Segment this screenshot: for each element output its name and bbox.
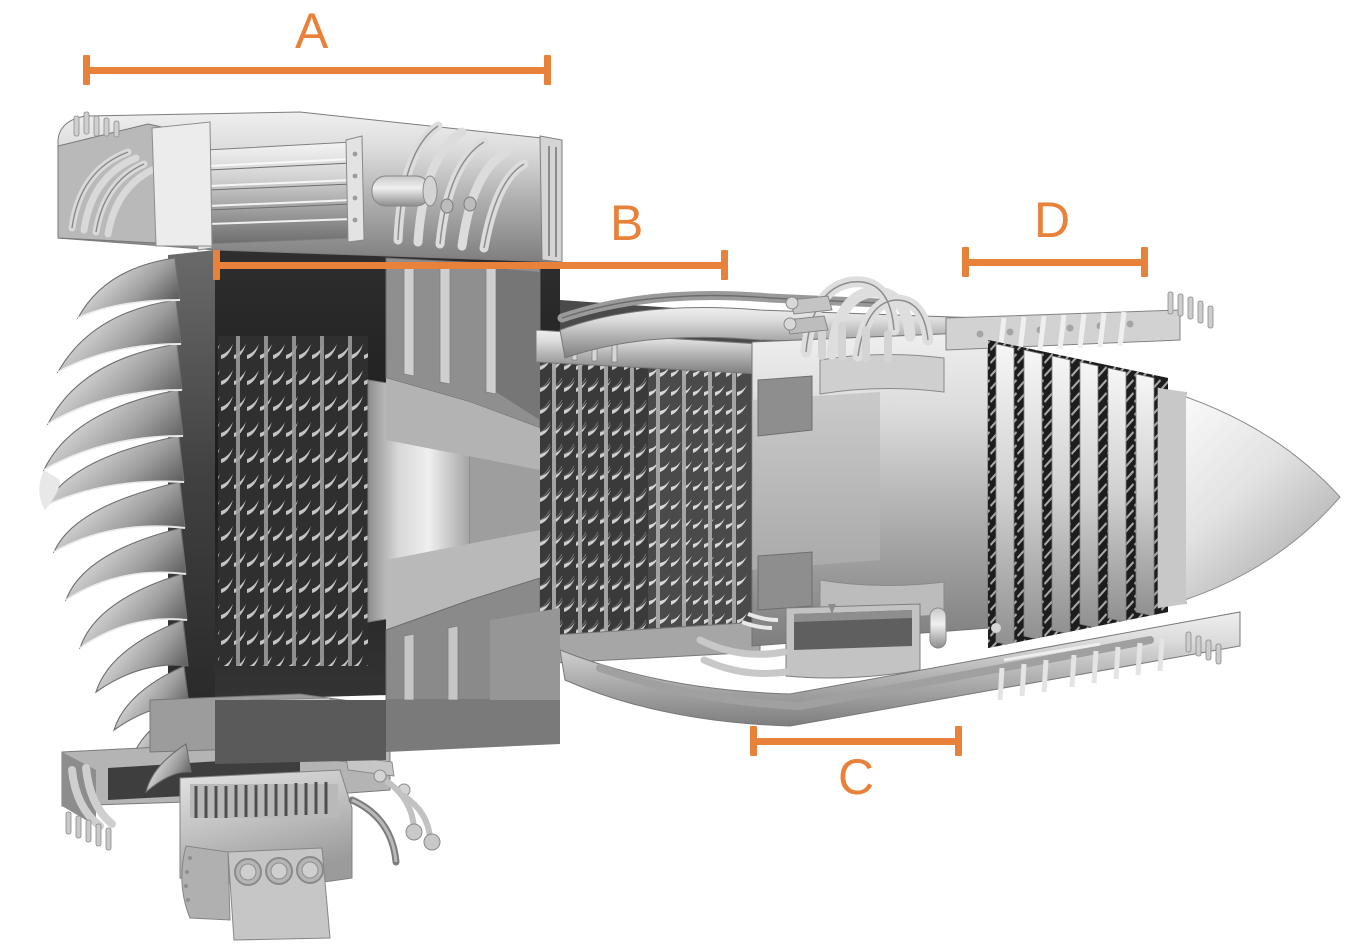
fan-casing-structure (57, 111, 563, 263)
bracket-c-line (750, 738, 962, 745)
bracket-a-label: A (295, 3, 329, 59)
bracket-a-line (83, 67, 551, 74)
bracket-c-cap-right (955, 726, 962, 756)
bracket-b-label: B (610, 195, 644, 251)
turbine-stages (988, 340, 1168, 648)
bracket-d-cap-left (962, 247, 969, 277)
upper-casing-arch (557, 291, 981, 359)
bypass-duct-strut (385, 257, 541, 701)
engine-core-body (39, 111, 1341, 941)
bracket-b-cap-left (213, 250, 220, 280)
exhaust-cone (1157, 387, 1341, 609)
bracket-b-cap-right (721, 250, 728, 280)
diffuser-housing-box (785, 603, 921, 679)
combustor-casing (751, 331, 989, 647)
lower-casing-rail (559, 603, 1241, 727)
fan-blade-assembly (39, 250, 215, 762)
bracket-a-cap-left (83, 55, 90, 85)
bracket-d-cap-right (1141, 247, 1148, 277)
bracket-d-line (962, 259, 1148, 266)
bracket-d-label: D (1034, 192, 1071, 248)
bracket-c-cap-left (750, 726, 757, 756)
bracket-a-cap-right (544, 55, 551, 85)
bracket-b-line (213, 262, 728, 269)
high-pressure-compressor (535, 325, 761, 665)
bracket-c-label: C (838, 749, 875, 805)
accessory-piping-top (783, 276, 1214, 362)
